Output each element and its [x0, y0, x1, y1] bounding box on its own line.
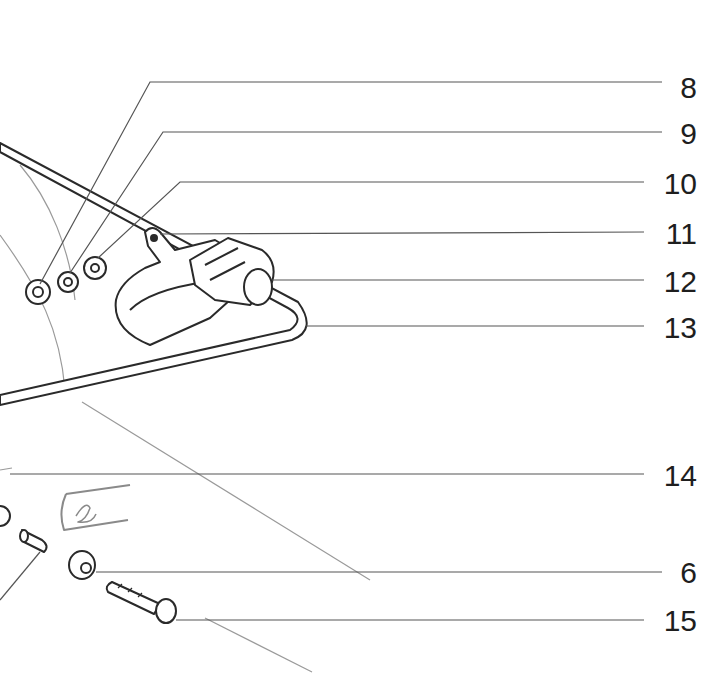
callout-number: 11 — [665, 219, 698, 249]
body-edge — [0, 468, 12, 470]
washer — [26, 280, 50, 304]
leader-line — [176, 619, 644, 620]
leader-line — [10, 473, 644, 474]
washer — [84, 257, 106, 279]
body-edge — [82, 402, 370, 580]
leader-line — [160, 232, 644, 234]
washer — [91, 264, 99, 272]
leader-line — [96, 571, 662, 572]
leader-line — [70, 132, 662, 273]
washer — [64, 278, 72, 286]
leader-line — [40, 82, 662, 284]
bolt-shank — [107, 582, 160, 614]
callout-number: 14 — [663, 461, 698, 491]
pin-end — [20, 530, 28, 542]
washer — [58, 272, 78, 292]
bushing-end — [244, 269, 272, 305]
body-edge — [205, 618, 312, 672]
leader-line — [272, 279, 644, 280]
leader-line — [98, 182, 644, 258]
bracket-hole — [151, 235, 157, 241]
callout-number: 10 — [663, 169, 698, 199]
bushing-ribs — [205, 248, 245, 280]
callout-number: 8 — [679, 73, 698, 103]
nut-hole — [81, 563, 91, 573]
washers — [26, 257, 106, 304]
leader-lines — [0, 82, 662, 620]
callout-number: 13 — [663, 313, 698, 343]
callout-number: 12 — [663, 267, 698, 297]
bolt-thread — [118, 584, 142, 597]
washer — [0, 506, 10, 526]
plate-stamp — [76, 505, 96, 522]
callout-number: 9 — [679, 119, 698, 149]
leader-line — [0, 552, 40, 600]
washer — [33, 287, 43, 297]
callout-number: 6 — [679, 558, 698, 588]
plate — [61, 485, 130, 530]
lower-parts — [0, 485, 176, 623]
bushing-body — [190, 238, 274, 305]
bracket-fold — [130, 282, 205, 310]
bolt-head — [156, 599, 176, 623]
nut — [69, 551, 95, 579]
leader-line — [306, 325, 644, 326]
body-curve — [0, 235, 65, 390]
callout-number: 15 — [663, 606, 698, 636]
bushing — [190, 238, 274, 305]
